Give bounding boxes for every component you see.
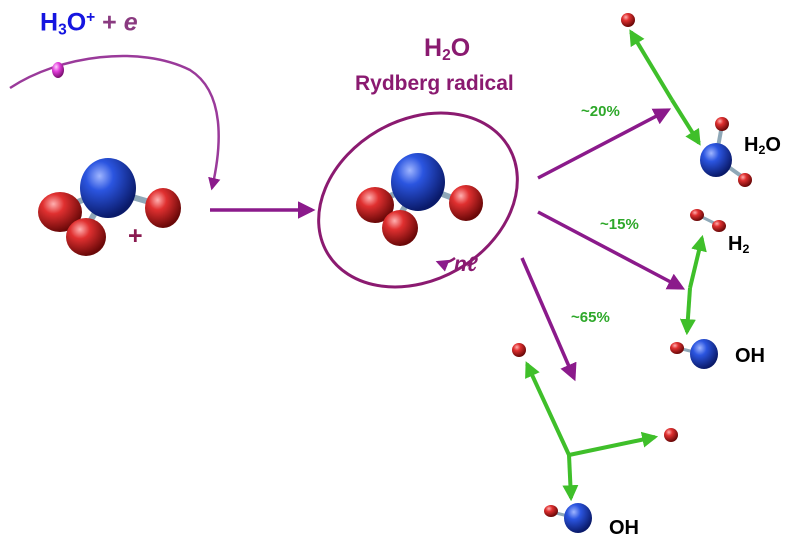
h3o-plus-molecule (38, 158, 181, 256)
h-atom-3a (512, 343, 526, 357)
h2-h: H (728, 233, 743, 255)
percent-65: ~65% (571, 309, 610, 326)
radical-formula-sub: 2 (442, 46, 451, 64)
h2-sub: 2 (742, 242, 750, 257)
h2o-h: H (744, 134, 759, 156)
h3o-label-sub: 3 (58, 21, 67, 39)
oh-molecule-1 (670, 339, 718, 369)
plus-sign: + (95, 8, 124, 37)
green-arrow-3c (562, 454, 579, 502)
rydberg-orbital (317, 111, 519, 289)
h-atom-1 (621, 13, 635, 27)
h2-product-label: H2 (728, 234, 749, 256)
oh-product-label-1: OH (735, 345, 765, 367)
percent-15: ~15% (600, 216, 639, 233)
h3o-label-h: H (40, 8, 59, 37)
green-arrow-2b (679, 287, 696, 336)
h3o-label-o: O (66, 8, 87, 37)
oh-molecule-2 (544, 503, 592, 533)
green-arrow-1b (670, 98, 701, 146)
reactant-label: H3O+ + e (40, 10, 138, 38)
green-arrow-2a (688, 234, 707, 289)
green-arrow-1a (629, 29, 674, 102)
electron (52, 62, 64, 78)
h-atom-3b (664, 428, 678, 442)
green-arrow-3a (525, 361, 571, 456)
branch-arrow-65 (520, 257, 577, 382)
electron-label: e (123, 8, 138, 37)
orbital-n: n (454, 253, 467, 276)
h2o-product-label: H2O (744, 135, 781, 157)
positive-charge: + (128, 222, 143, 250)
h2-molecule (690, 209, 726, 232)
h2o-molecule (700, 117, 752, 187)
oh-product-label-2: OH (609, 517, 639, 539)
green-arrow-3b (568, 431, 659, 457)
branch-arrow-15 (537, 210, 686, 290)
radical-name: Rydberg radical (355, 72, 514, 95)
percent-20: ~20% (581, 103, 620, 120)
radical-formula-h: H (424, 34, 443, 62)
h2o-sub: 2 (758, 143, 766, 158)
orbital-direction-arrow (435, 256, 456, 272)
h2o-o: O (765, 134, 781, 156)
rydberg-radical-molecule (356, 153, 483, 246)
orbital-l: ℓ (466, 253, 478, 276)
orbital-label: nℓ (454, 254, 478, 275)
branch-arrow-20 (537, 108, 672, 180)
radical-formula: H2O (424, 34, 471, 64)
h3o-label-charge: + (86, 9, 96, 26)
radical-formula-o: O (450, 34, 471, 62)
